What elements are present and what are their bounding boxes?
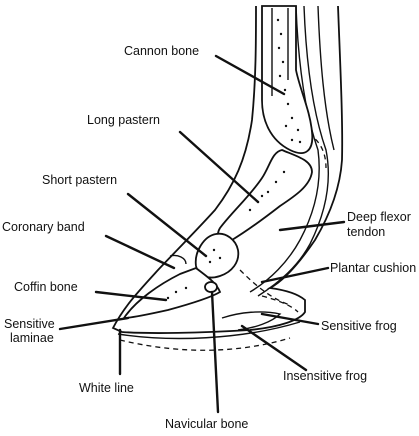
tendon-lines [239, 5, 335, 306]
leader-plantar-cushion [260, 266, 330, 284]
label-plantar-cushion: Plantar cushion [330, 261, 416, 275]
label-cannon-bone: Cannon bone [124, 44, 199, 58]
leader-sensitive-laminae [58, 316, 130, 331]
navicular-bone-shape [204, 281, 218, 293]
leader-sensitive-frog [260, 312, 320, 326]
label-sensitive-laminae-2: laminae [10, 331, 54, 345]
leader-deep-flexor-tendon [278, 220, 346, 232]
leader-short-pastern [126, 192, 208, 258]
leader-coffin-bone [94, 290, 168, 302]
short-pastern-shape [194, 232, 240, 279]
label-coronary-band: Coronary band [2, 220, 85, 234]
label-sensitive-frog: Sensitive frog [321, 319, 397, 333]
label-navicular-bone: Navicular bone [165, 417, 248, 431]
leader-lines [58, 54, 346, 414]
ground-dash-line [119, 337, 291, 351]
leader-cannon-bone [214, 54, 286, 96]
label-coffin-bone: Coffin bone [14, 280, 78, 294]
cannon-bone-shape [261, 5, 314, 154]
label-insensitive-frog: Insensitive frog [283, 369, 367, 383]
sole-line [117, 321, 301, 340]
leader-navicular-bone [210, 290, 220, 414]
label-deep-flexor-tendon-2: tendon [347, 225, 385, 239]
frog-shape [221, 295, 299, 331]
leader-coronary-band [104, 234, 176, 270]
label-white-line: White line [79, 381, 134, 395]
label-short-pastern: Short pastern [42, 173, 117, 187]
leader-long-pastern [178, 130, 260, 204]
leader-insensitive-frog [240, 324, 308, 372]
label-sensitive-laminae-1: Sensitive [4, 317, 55, 331]
coronary-band-bump [169, 254, 187, 265]
label-long-pastern: Long pastern [87, 113, 160, 127]
label-deep-flexor-tendon-1: Deep flexor [347, 210, 411, 224]
